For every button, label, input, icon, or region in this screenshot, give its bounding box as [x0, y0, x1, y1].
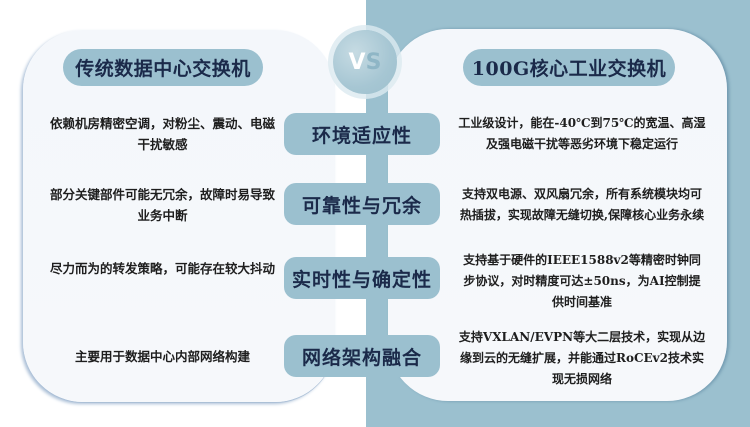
vs-letter-s: S — [365, 49, 382, 75]
industrial-architecture-text: 支持VXLAN/EVPN等大二层技术，实现从边缘到云的无缝扩展，并能通过RoCE… — [458, 330, 706, 386]
industrial-reliability-text: 支持双电源、双风扇冗余，所有系统模块均可热插拔，实现故障无缝切换,保障核心业务永… — [459, 187, 705, 222]
industrial-switch-title: 100G核心工业交换机 — [463, 49, 675, 86]
category-realtime: 实时性与确定性 — [284, 257, 440, 299]
traditional-switch-card — [23, 30, 335, 402]
industrial-environment-text: 工业级设计，能在-40℃到75℃的宽温、高湿及强电磁干扰等恶劣环境下稳定运行 — [458, 116, 706, 151]
traditional-reliability-text: 部分关键部件可能无冗余，故障时易导致业务中断 — [50, 187, 276, 223]
vs-letter-v: V — [348, 49, 366, 75]
industrial-realtime-text: 支持基于硬件的IEEE1588v2等精密时钟同步协议，对时精度可达±50ns，为… — [463, 253, 701, 309]
category-environment: 环境适应性 — [284, 113, 440, 155]
traditional-architecture-text: 主要用于数据中心内部网络构建 — [74, 349, 250, 364]
traditional-environment-text: 依赖机房精密空调，对粉尘、震动、电磁干扰敏感 — [50, 116, 276, 152]
traditional-realtime-text: 尽力而为的转发策略，可能存在较大抖动 — [50, 261, 276, 276]
category-reliability: 可靠性与冗余 — [284, 183, 440, 225]
industrial-switch-card — [388, 29, 727, 401]
traditional-switch-title: 传统数据中心交换机 — [63, 49, 263, 86]
category-architecture: 网络架构融合 — [284, 335, 440, 377]
